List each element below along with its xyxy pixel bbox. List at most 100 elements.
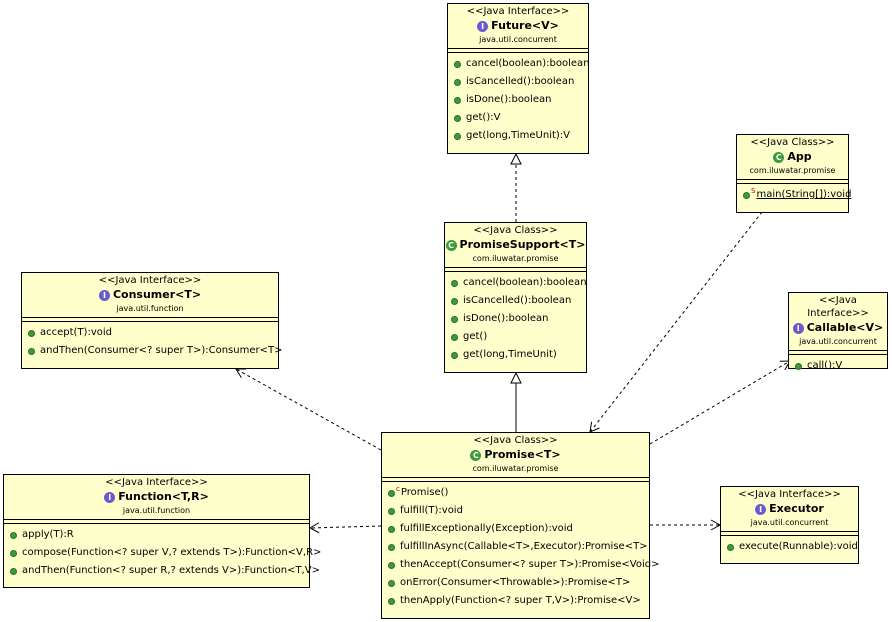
promise-name: Promise<T> — [484, 448, 561, 461]
method-item[interactable]: compose(Function<? super V,? extends T>)… — [4, 544, 321, 562]
public-method-icon — [727, 543, 734, 551]
interface-icon: I — [477, 20, 489, 32]
promisesupport-attributes-compartment — [445, 268, 586, 272]
method-item[interactable]: apply(T):R — [4, 526, 309, 544]
future-package: java.util.concurrent — [479, 35, 557, 44]
edge-promise-to-callable — [649, 360, 791, 445]
public-method-icon — [10, 567, 17, 575]
method-item[interactable]: get() — [445, 328, 586, 346]
method-item[interactable]: andThen(Function<? super R,? extends V>)… — [4, 562, 320, 580]
method-item[interactable]: fulfillInAsync(Callable<T>,Executor):Pro… — [382, 538, 649, 556]
interface-icon: I — [98, 289, 110, 301]
method-item[interactable]: cancel(boolean):boolean — [445, 274, 587, 292]
public-method-icon — [388, 561, 395, 569]
method-item[interactable]: andThen(Consumer<? super T>):Consumer<T> — [22, 342, 282, 360]
public-method-icon — [743, 191, 750, 199]
consumer-package: java.util.function — [116, 304, 184, 313]
method-item[interactable]: isCancelled():boolean — [448, 73, 588, 91]
function-stereotype: <<Java Interface>> — [105, 477, 208, 488]
method-item[interactable]: accept(T):void — [22, 324, 278, 342]
class-icon: C — [445, 239, 457, 251]
method-item[interactable]: onError(Consumer<Throwable>):Promise<T> — [382, 574, 649, 592]
edge-promise-to-function — [308, 522, 382, 534]
public-method-icon — [388, 507, 395, 515]
public-method-icon — [795, 362, 802, 370]
executor-name: Executor — [769, 502, 824, 515]
app-attributes-compartment — [737, 180, 848, 184]
callable-stereotype: <<Java Interface>> — [807, 295, 869, 319]
public-method-icon — [454, 96, 461, 104]
method-item[interactable]: execute(Runnable):void — [721, 538, 858, 556]
interface-icon: I — [104, 491, 116, 503]
method-item[interactable]: call():V — [789, 357, 887, 375]
method-item[interactable]: thenApply(Function<? super T,V>):Promise… — [382, 592, 649, 610]
promisesupport-name: PromiseSupport<T> — [459, 238, 586, 251]
public-method-icon — [454, 60, 461, 68]
public-method-icon — [454, 114, 461, 122]
method-item[interactable]: fulfill(T):void — [382, 502, 649, 520]
method-item[interactable]: isCancelled():boolean — [445, 292, 586, 310]
function-methods: apply(T):R compose(Function<? super V,? … — [4, 524, 321, 580]
executor-attributes-compartment — [721, 532, 858, 536]
consumer-methods: accept(T):void andThen(Consumer<? super … — [22, 322, 282, 360]
public-method-icon — [388, 525, 395, 533]
method-item[interactable]: get():V — [448, 109, 588, 127]
executor-methods: execute(Runnable):void — [721, 536, 858, 556]
edge-promise-to-consumer — [235, 368, 382, 451]
function-attributes-compartment — [4, 520, 309, 524]
consumer-name: Consumer<T> — [112, 288, 202, 301]
interface-icon: I — [755, 503, 767, 515]
method-item[interactable]: cancel(boolean):boolean — [448, 55, 590, 73]
app-package: com.iluwatar.promise — [749, 166, 836, 175]
constructor-marker: c — [396, 485, 400, 493]
callable-package: java.util.concurrent — [799, 337, 877, 346]
function-name: Function<T,R> — [118, 490, 209, 503]
method-item[interactable]: isDone():boolean — [448, 91, 588, 109]
public-method-icon — [28, 329, 35, 337]
public-method-icon — [451, 333, 458, 341]
future-attributes-compartment — [448, 49, 588, 53]
consumer-attributes-compartment — [22, 318, 278, 322]
public-method-icon — [451, 279, 458, 287]
method-item[interactable]: fulfillExceptionally(Exception):void — [382, 520, 649, 538]
promise-package: com.iluwatar.promise — [472, 464, 559, 473]
public-method-icon — [388, 579, 395, 587]
public-method-icon — [451, 297, 458, 305]
class-icon: C — [470, 449, 482, 461]
method-item[interactable]: isDone():boolean — [445, 310, 586, 328]
public-method-icon — [388, 597, 395, 605]
static-marker: S — [751, 187, 756, 195]
promisesupport-package: com.iluwatar.promise — [472, 254, 559, 263]
app-name: App — [787, 150, 812, 163]
edge-app-to-promise — [589, 211, 763, 433]
public-method-icon — [10, 549, 17, 557]
consumer-stereotype: <<Java Interface>> — [98, 275, 202, 286]
method-item[interactable]: get(long,TimeUnit):V — [448, 127, 588, 145]
promisesupport-methods: cancel(boolean):boolean isCancelled():bo… — [445, 272, 587, 364]
future-stereotype: <<Java Interface>> — [466, 6, 570, 17]
function-package: java.util.function — [122, 506, 191, 515]
public-method-icon — [388, 543, 395, 551]
promise-attributes-compartment — [382, 478, 649, 482]
method-item[interactable]: thenAccept(Consumer<? super T>):Promise<… — [382, 556, 660, 574]
method-item[interactable]: get(long,TimeUnit) — [445, 346, 586, 364]
promise-stereotype: <<Java Class>> — [473, 435, 558, 446]
public-method-icon — [451, 351, 458, 359]
